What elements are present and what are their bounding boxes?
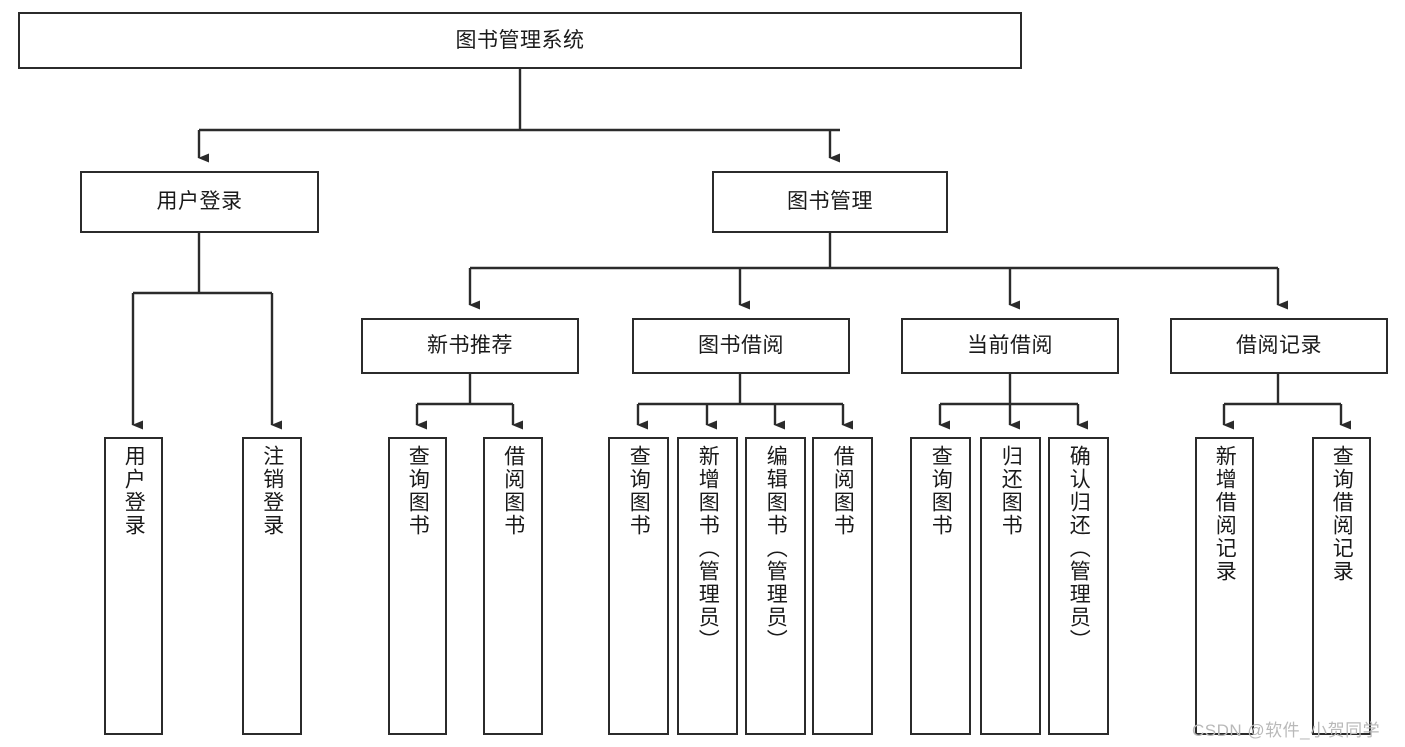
leaf-query-borrow-record[interactable]: 查询借阅记录 <box>1312 437 1371 735</box>
leaf-add-borrow-record[interactable]: 新增借阅记录 <box>1195 437 1254 735</box>
leaf-edit-book-admin-label: 编辑图书（管理员） <box>764 445 788 652</box>
leaf-edit-book-admin[interactable]: 编辑图书（管理员） <box>745 437 806 735</box>
leaf-logout-label: 注销登录 <box>260 445 284 537</box>
leaf-borrow-book-recommend-label: 借阅图书 <box>501 445 525 537</box>
leaf-return-book-label: 归还图书 <box>999 445 1023 537</box>
leaf-borrow-book-recommend[interactable]: 借阅图书 <box>483 437 543 735</box>
leaf-add-book-admin[interactable]: 新增图书（管理员） <box>677 437 738 735</box>
leaf-query-book-borrow-label: 查询图书 <box>627 445 651 537</box>
leaf-logout[interactable]: 注销登录 <box>242 437 302 735</box>
leaf-confirm-return-admin-label: 确认归还（管理员） <box>1067 445 1091 652</box>
node-book-management-label: 图书管理 <box>787 190 873 214</box>
leaf-add-borrow-record-label: 新增借阅记录 <box>1213 445 1237 583</box>
node-book-borrow[interactable]: 图书借阅 <box>632 318 850 374</box>
node-user-login-label: 用户登录 <box>156 190 243 214</box>
node-new-book-recommend-label: 新书推荐 <box>427 334 513 358</box>
node-current-borrow-label: 当前借阅 <box>967 334 1053 358</box>
leaf-user-login-label: 用户登录 <box>122 445 146 537</box>
leaf-borrow-book-label: 借阅图书 <box>831 445 855 537</box>
leaf-confirm-return-admin[interactable]: 确认归还（管理员） <box>1048 437 1109 735</box>
node-borrow-record-label: 借阅记录 <box>1236 334 1322 358</box>
leaf-query-book-recommend[interactable]: 查询图书 <box>388 437 447 735</box>
leaf-query-borrow-record-label: 查询借阅记录 <box>1330 445 1354 583</box>
leaf-user-login[interactable]: 用户登录 <box>104 437 163 735</box>
node-book-borrow-label: 图书借阅 <box>698 334 784 358</box>
node-book-management[interactable]: 图书管理 <box>712 171 948 233</box>
node-borrow-record[interactable]: 借阅记录 <box>1170 318 1388 374</box>
leaf-query-book-current-label: 查询图书 <box>929 445 953 537</box>
leaf-query-book-recommend-label: 查询图书 <box>406 445 430 537</box>
node-user-login[interactable]: 用户登录 <box>80 171 319 233</box>
node-root[interactable]: 图书管理系统 <box>18 12 1022 69</box>
watermark: CSDN @软件_小贺同学 <box>1192 721 1381 740</box>
leaf-borrow-book[interactable]: 借阅图书 <box>812 437 873 735</box>
node-new-book-recommend[interactable]: 新书推荐 <box>361 318 579 374</box>
leaf-query-book-borrow[interactable]: 查询图书 <box>608 437 669 735</box>
leaf-return-book[interactable]: 归还图书 <box>980 437 1041 735</box>
leaf-query-book-current[interactable]: 查询图书 <box>910 437 971 735</box>
leaf-add-book-admin-label: 新增图书（管理员） <box>696 445 720 652</box>
node-root-label: 图书管理系统 <box>455 28 585 52</box>
node-current-borrow[interactable]: 当前借阅 <box>901 318 1119 374</box>
